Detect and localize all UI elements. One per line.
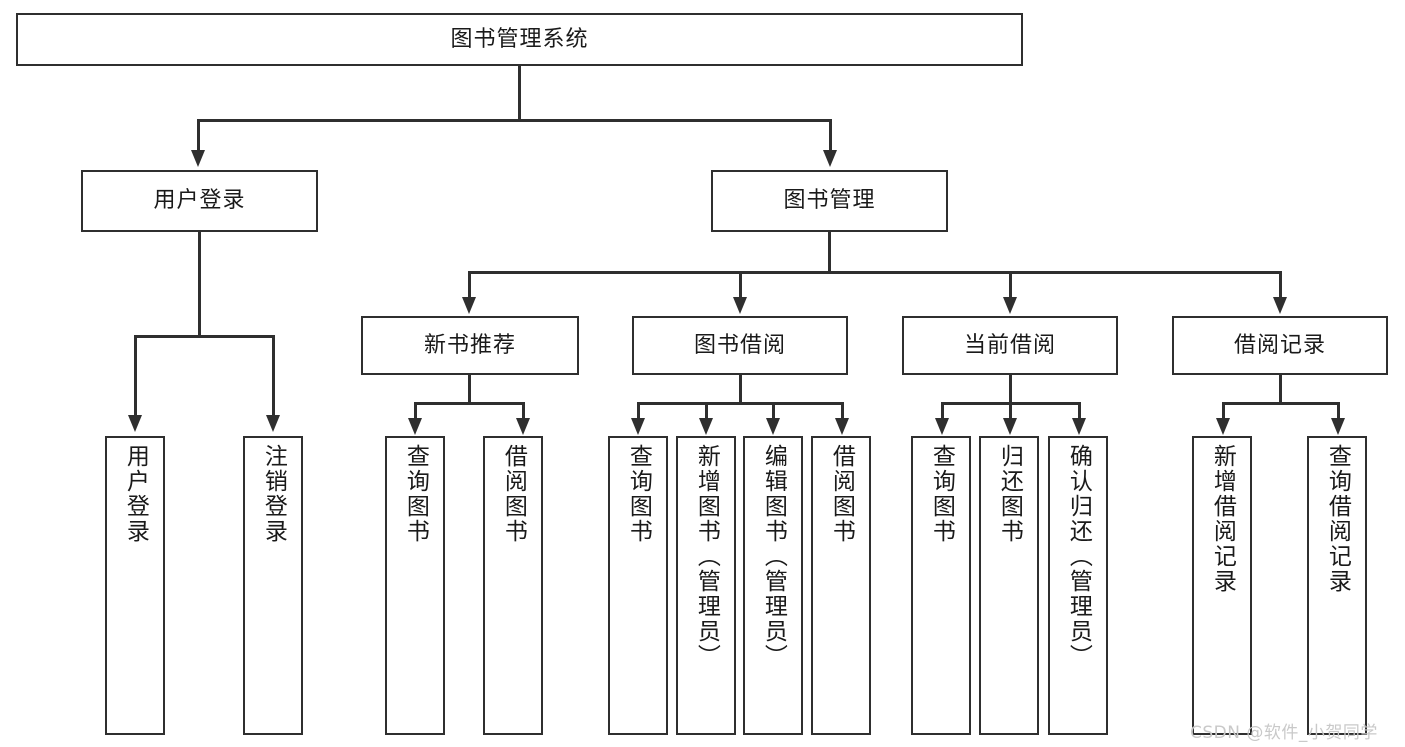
node-label: 图书借阅 <box>693 332 786 358</box>
arrowhead-book-borrow-leaf-2 <box>699 418 713 435</box>
edge-level2-bus <box>197 119 831 122</box>
edge-borrow-record-drop-2 <box>1337 402 1340 420</box>
arrowhead-level3-2 <box>733 297 747 314</box>
node-label: 确认归还（管理员） <box>1065 444 1092 669</box>
node-book-borrow[interactable]: 图书借阅 <box>632 316 848 375</box>
node-label: 注销登录 <box>260 444 287 544</box>
arrowhead-book-borrow-leaf-3 <box>766 418 780 435</box>
node-label: 借阅记录 <box>1233 332 1326 358</box>
leaf-current-return-book[interactable]: 归还图书 <box>979 436 1039 735</box>
arrowhead-book-borrow-leaf-1 <box>631 418 645 435</box>
node-borrow-record[interactable]: 借阅记录 <box>1172 316 1388 375</box>
node-label: 用户登录 <box>153 188 246 214</box>
arrowhead-current-borrow-leaf-3 <box>1072 418 1086 435</box>
leaf-current-confirm-return[interactable]: 确认归还（管理员） <box>1048 436 1108 735</box>
edge-user-login-bus <box>134 335 274 338</box>
node-label: 归还图书 <box>996 444 1023 544</box>
node-label: 当前借阅 <box>963 332 1056 358</box>
node-label: 查询图书 <box>928 444 955 544</box>
leaf-borrow-borrow-book[interactable]: 借阅图书 <box>811 436 871 735</box>
leaf-recommend-query-book[interactable]: 查询图书 <box>385 436 445 735</box>
edge-new-book-drop-2 <box>522 402 525 420</box>
node-label: 新书推荐 <box>423 332 516 358</box>
arrowhead-borrow-record-leaf-1 <box>1216 418 1230 435</box>
node-user-login[interactable]: 用户登录 <box>81 170 318 232</box>
node-label: 新增图书（管理员） <box>693 444 720 669</box>
edge-borrow-record-stem <box>1279 375 1282 404</box>
edge-level3-bus <box>468 271 1280 274</box>
arrowhead-current-borrow-leaf-1 <box>935 418 949 435</box>
edge-level3-drop-2 <box>739 271 742 299</box>
edge-book-borrow-drop-4 <box>841 402 844 420</box>
arrowhead-current-borrow-leaf-2 <box>1003 418 1017 435</box>
arrowhead-user-login-leaf-1 <box>128 415 142 432</box>
edge-root-stem <box>518 66 521 120</box>
arrowhead-user-login-leaf-2 <box>266 415 280 432</box>
edge-book-borrow-drop-2 <box>705 402 708 420</box>
node-label: 编辑图书（管理员） <box>760 444 787 669</box>
edge-current-borrow-drop-2 <box>1009 402 1012 420</box>
edge-level3-drop-3 <box>1009 271 1012 299</box>
edge-user-login-stem <box>198 232 201 337</box>
edge-current-borrow-drop-3 <box>1078 402 1081 420</box>
edge-to-user-login <box>197 119 200 152</box>
edge-new-book-stem <box>468 375 471 404</box>
node-new-book-recommend[interactable]: 新书推荐 <box>361 316 579 375</box>
node-current-borrow[interactable]: 当前借阅 <box>902 316 1118 375</box>
arrowhead-to-user-login <box>191 150 205 167</box>
node-label: 查询图书 <box>402 444 429 544</box>
leaf-user-login[interactable]: 用户登录 <box>105 436 165 735</box>
arrowhead-new-book-leaf-1 <box>408 418 422 435</box>
leaf-recommend-borrow-book[interactable]: 借阅图书 <box>483 436 543 735</box>
node-root-book-management-system[interactable]: 图书管理系统 <box>16 13 1023 66</box>
csdn-watermark: CSDN @软件_小贺同学 <box>1190 723 1378 743</box>
node-label: 图书管理 <box>783 188 876 214</box>
arrowhead-level3-4 <box>1273 297 1287 314</box>
edge-to-book-management <box>829 119 832 152</box>
leaf-borrow-query-book[interactable]: 查询图书 <box>608 436 668 735</box>
node-book-management[interactable]: 图书管理 <box>711 170 948 232</box>
edge-borrow-record-bus <box>1222 402 1339 405</box>
node-label: 图书管理系统 <box>450 26 589 52</box>
node-label: 用户登录 <box>122 444 149 544</box>
leaf-borrow-add-book[interactable]: 新增图书（管理员） <box>676 436 736 735</box>
arrowhead-level3-1 <box>462 297 476 314</box>
leaf-user-logout[interactable]: 注销登录 <box>243 436 303 735</box>
arrowhead-to-book-management <box>823 150 837 167</box>
edge-user-login-drop-1 <box>134 335 137 417</box>
leaf-record-add-record[interactable]: 新增借阅记录 <box>1192 436 1252 735</box>
edge-current-borrow-drop-1 <box>941 402 944 420</box>
arrowhead-book-borrow-leaf-4 <box>835 418 849 435</box>
node-label: 借阅图书 <box>828 444 855 544</box>
node-label: 查询图书 <box>625 444 652 544</box>
edge-book-borrow-drop-3 <box>772 402 775 420</box>
arrowhead-level3-3 <box>1003 297 1017 314</box>
edge-new-book-drop-1 <box>414 402 417 420</box>
edge-level3-drop-4 <box>1279 271 1282 299</box>
leaf-record-query-record[interactable]: 查询借阅记录 <box>1307 436 1367 735</box>
leaf-current-query-book[interactable]: 查询图书 <box>911 436 971 735</box>
edge-new-book-bus <box>414 402 524 405</box>
edge-level3-drop-1 <box>468 271 471 299</box>
edge-book-borrow-bus <box>637 402 844 405</box>
edge-user-login-drop-2 <box>272 335 275 417</box>
leaf-borrow-edit-book[interactable]: 编辑图书（管理员） <box>743 436 803 735</box>
node-label: 新增借阅记录 <box>1209 444 1236 594</box>
arrowhead-borrow-record-leaf-2 <box>1331 418 1345 435</box>
edge-book-borrow-drop-1 <box>637 402 640 420</box>
node-label: 借阅图书 <box>500 444 527 544</box>
edge-book-borrow-stem <box>739 375 742 404</box>
edge-borrow-record-drop-1 <box>1222 402 1225 420</box>
arrowhead-new-book-leaf-2 <box>516 418 530 435</box>
edge-book-management-stem <box>828 232 831 273</box>
node-label: 查询借阅记录 <box>1324 444 1351 594</box>
edge-current-borrow-stem <box>1009 375 1012 404</box>
